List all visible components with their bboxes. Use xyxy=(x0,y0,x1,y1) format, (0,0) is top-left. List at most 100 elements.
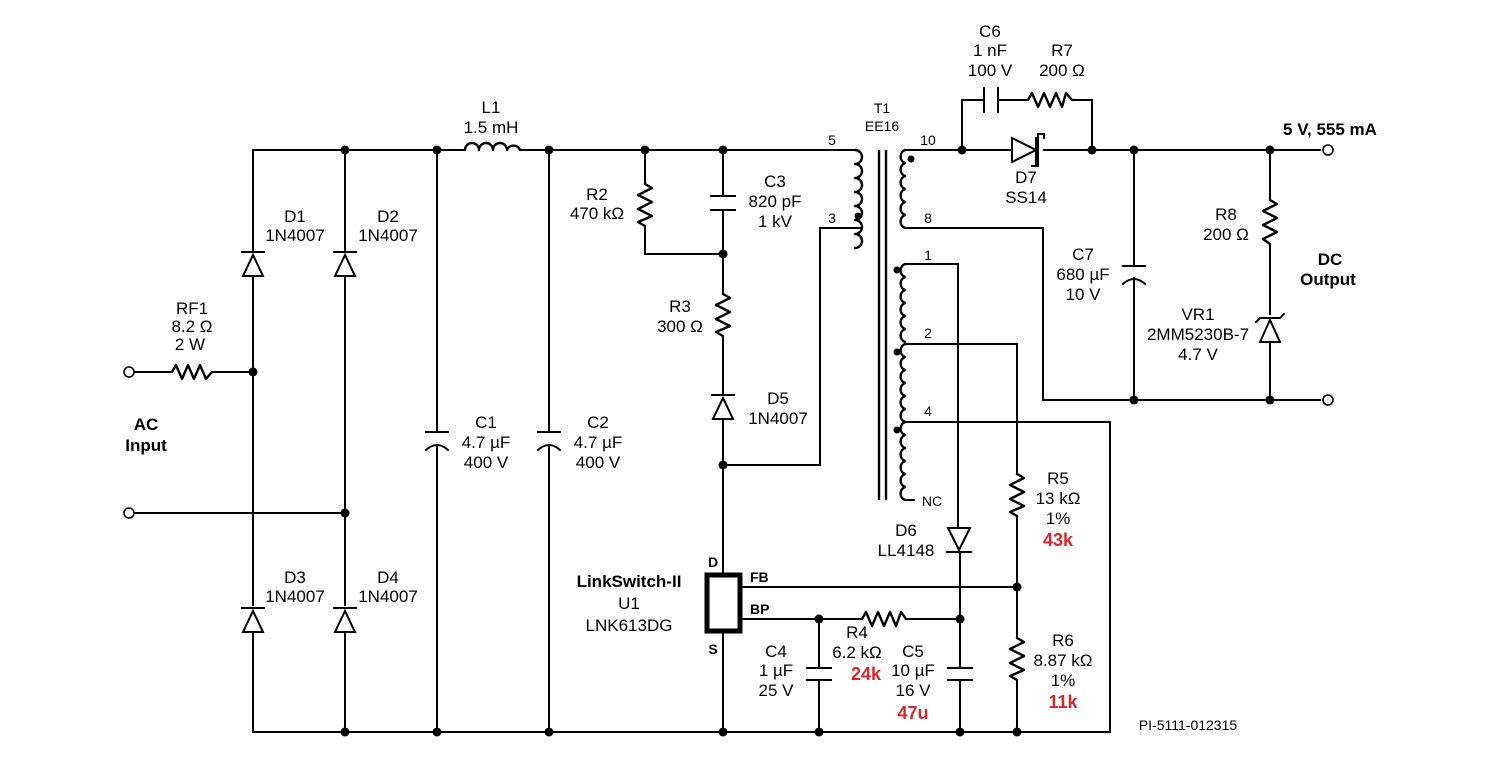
c4-ref: C4 xyxy=(765,642,787,661)
c2-ref: C2 xyxy=(587,413,609,432)
d2-diode-symbol xyxy=(333,251,357,277)
c5-value: 10 µF xyxy=(891,661,935,680)
c5-rating: 16 V xyxy=(896,681,932,700)
c2-value: 4.7 µF xyxy=(574,433,623,452)
r6-resistor-symbol xyxy=(1008,636,1026,682)
c2-capacitor-symbol xyxy=(536,431,562,452)
rf1-rating: 2 W xyxy=(175,335,205,354)
r2-ref: R2 xyxy=(586,185,608,204)
c1-ref: C1 xyxy=(475,413,497,432)
d1-ref: D1 xyxy=(284,207,306,226)
ac-input-label-line1: AC xyxy=(134,415,159,434)
u1-pin-d: D xyxy=(708,554,718,570)
c3-ref: C3 xyxy=(764,172,786,191)
vr1-ref: VR1 xyxy=(1181,305,1214,324)
r2-value: 470 kΩ xyxy=(570,204,624,223)
t1-pin-3: 3 xyxy=(828,210,836,226)
t1-ref: T1 xyxy=(874,100,891,116)
c5-alt-value: 47u xyxy=(897,703,928,723)
d4-diode-symbol xyxy=(333,607,357,633)
c6-rating: 100 V xyxy=(968,61,1013,80)
vr1-part: 2MM5230B-7 xyxy=(1147,325,1249,344)
d7-ref: D7 xyxy=(1015,168,1037,187)
d3-part: 1N4007 xyxy=(265,587,325,606)
r7-value: 200 Ω xyxy=(1039,61,1085,80)
u1-pin-fb: FB xyxy=(750,569,769,585)
u1-ref: U1 xyxy=(618,594,640,613)
c5-capacitor-symbol xyxy=(947,667,973,681)
c4-capacitor-symbol xyxy=(806,667,832,681)
r4-alt-value: 24k xyxy=(851,664,882,684)
l1-inductor-symbol xyxy=(463,141,522,152)
l1-ref: L1 xyxy=(482,98,501,117)
c1-rating: 400 V xyxy=(464,453,509,472)
d2-ref: D2 xyxy=(377,207,399,226)
r8-resistor-symbol xyxy=(1261,198,1279,246)
r8-value: 200 Ω xyxy=(1203,225,1249,244)
r6-alt-value: 11k xyxy=(1048,692,1078,712)
r5-alt-value: 43k xyxy=(1043,530,1074,550)
d6-diode-symbol xyxy=(946,527,972,553)
u1-family: LinkSwitch-II xyxy=(577,572,682,591)
c4-value: 1 µF xyxy=(759,661,793,680)
r7-ref: R7 xyxy=(1051,41,1073,60)
t1-pin-5: 5 xyxy=(828,132,836,148)
c1-capacitor-symbol xyxy=(424,431,450,452)
terminals xyxy=(123,144,1334,519)
r3-ref: R3 xyxy=(669,297,691,316)
r4-ref: R4 xyxy=(846,623,868,642)
c3-capacitor-symbol xyxy=(710,195,736,211)
u1-pin-s: S xyxy=(708,641,717,657)
c7-value: 680 µF xyxy=(1056,265,1109,284)
t1-pin-nc: NC xyxy=(922,493,942,509)
r6-ref: R6 xyxy=(1052,631,1074,650)
dc-terminal-return xyxy=(1322,394,1334,406)
l1-value: 1.5 mH xyxy=(464,118,519,137)
r7-resistor-symbol xyxy=(1026,91,1074,109)
rf1-resistor-symbol xyxy=(170,363,214,381)
d3-ref: D3 xyxy=(284,568,306,587)
r5-tolerance: 1% xyxy=(1046,509,1071,528)
vr1-rating: 4.7 V xyxy=(1178,345,1218,364)
wires xyxy=(133,99,1321,733)
t1-transformer-symbol xyxy=(853,148,915,502)
d5-part: 1N4007 xyxy=(748,409,808,428)
c7-rating: 10 V xyxy=(1066,285,1102,304)
t1-part: EE16 xyxy=(865,118,899,134)
r3-resistor-symbol xyxy=(714,292,732,338)
c6-capacitor-symbol xyxy=(983,87,999,113)
c5-ref: C5 xyxy=(902,642,924,661)
d7-part: SS14 xyxy=(1005,188,1047,207)
c7-ref: C7 xyxy=(1072,245,1094,264)
d5-diode-symbol xyxy=(711,394,735,420)
r5-value: 13 kΩ xyxy=(1036,489,1081,508)
c1-value: 4.7 µF xyxy=(462,433,511,452)
ac-terminal-2 xyxy=(123,507,135,519)
r4-resistor-symbol xyxy=(860,610,908,628)
c6-ref: C6 xyxy=(979,22,1001,41)
r6-tolerance: 1% xyxy=(1051,671,1076,690)
r6-value: 8.87 kΩ xyxy=(1033,651,1092,670)
output-spec-label: 5 V, 555 mA xyxy=(1283,120,1377,139)
dc-terminal-positive xyxy=(1322,144,1334,156)
dc-output-label-line1: DC xyxy=(1318,250,1343,269)
rf1-value: 8.2 Ω xyxy=(171,317,212,336)
vr1-zener-symbol xyxy=(1254,312,1286,343)
u1-part: LNK613DG xyxy=(586,616,673,635)
ac-terminal-1 xyxy=(123,366,135,378)
t1-pin-2: 2 xyxy=(924,325,932,341)
dc-output-label-line2: Output xyxy=(1300,270,1356,289)
d2-part: 1N4007 xyxy=(358,226,418,245)
r3-value: 300 Ω xyxy=(657,317,703,336)
t1-pin-4: 4 xyxy=(924,403,932,419)
d4-part: 1N4007 xyxy=(358,587,418,606)
rf1-ref: RF1 xyxy=(176,299,208,318)
junction-dots xyxy=(248,145,1275,737)
r4-value: 6.2 kΩ xyxy=(832,643,882,662)
r5-resistor-symbol xyxy=(1008,472,1026,518)
t1-pin-8: 8 xyxy=(924,210,932,226)
c7-capacitor-symbol xyxy=(1121,265,1147,286)
c3-rating: 1 kV xyxy=(758,212,793,231)
c4-rating: 25 V xyxy=(759,681,795,700)
